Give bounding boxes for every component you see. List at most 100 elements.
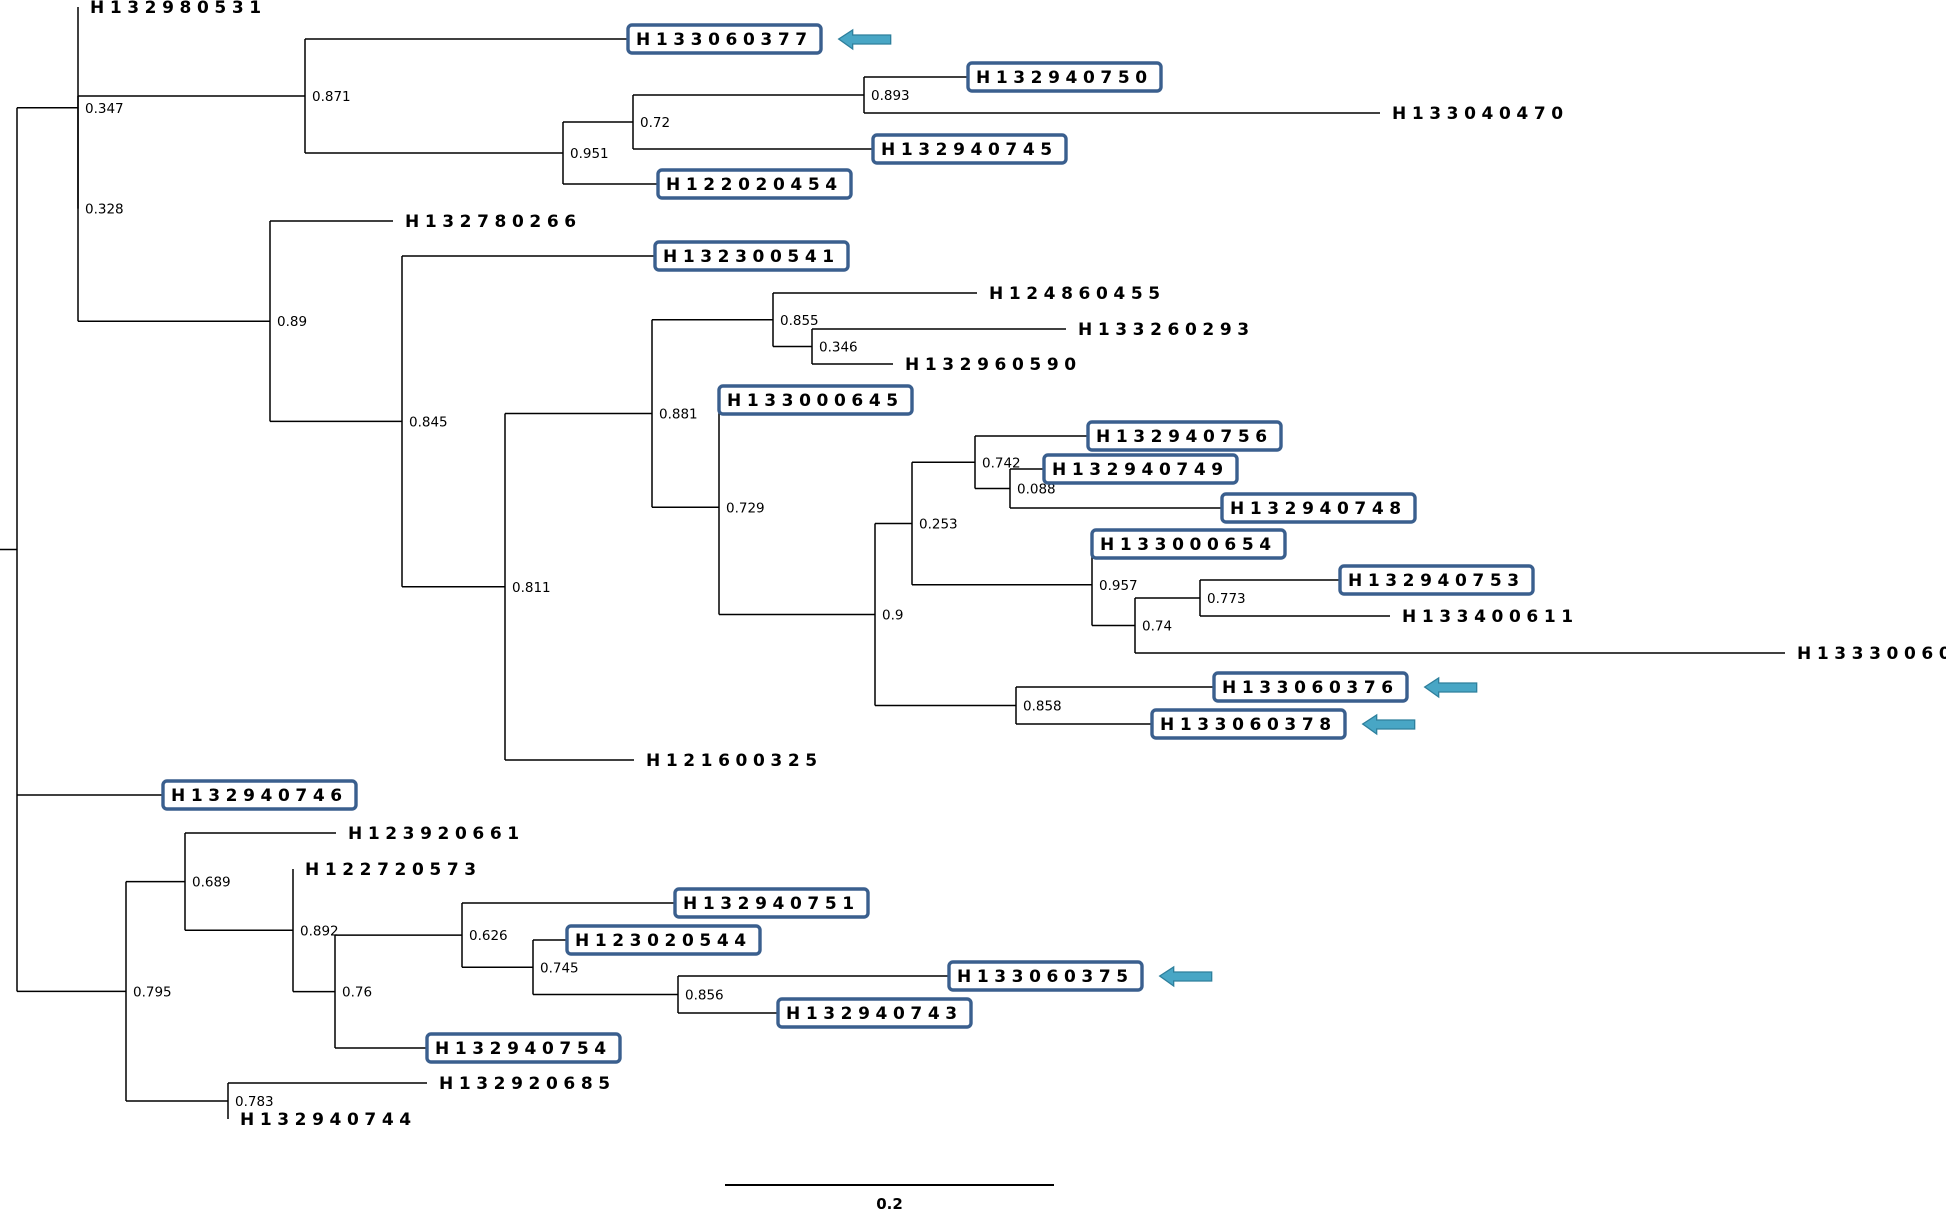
support-value: 0.783 — [235, 1094, 274, 1110]
taxon-H132940753: H132940753 — [1338, 564, 1535, 596]
taxon-H133000645: H133000645 — [717, 384, 914, 416]
taxon-H132300541: H132300541 — [653, 240, 850, 272]
support-value: 0.689 — [192, 875, 231, 891]
taxon-H122020454: H122020454 — [656, 168, 853, 200]
support-value: 0.951 — [570, 146, 609, 162]
taxon-H132960590: H132960590 — [905, 355, 1082, 375]
support-value: 0.893 — [871, 88, 910, 104]
support-value: 0.729 — [726, 500, 765, 516]
taxon-H133060378: H133060378 — [1150, 708, 1416, 740]
taxon-label: H133060375 — [957, 967, 1134, 987]
highlight-box — [656, 168, 853, 200]
highlight-box — [653, 240, 850, 272]
support-value: 0.742 — [982, 455, 1021, 471]
support-value: 0.745 — [540, 960, 579, 976]
branches — [0, 7, 1785, 1119]
taxon-H132940750: H132940750 — [966, 61, 1163, 93]
support-value: 0.892 — [300, 923, 339, 939]
taxon-label: H133060378 — [1160, 715, 1337, 735]
highlight-box — [1220, 492, 1417, 524]
taxon-H132920685: H132920685 — [439, 1074, 610, 1094]
taxon-label: H132940751 — [683, 894, 860, 914]
support-value: 0.328 — [85, 202, 124, 218]
highlight-box — [776, 997, 973, 1029]
taxon-label: H132940743 — [786, 1004, 963, 1024]
support-value: 0.855 — [780, 313, 819, 329]
highlight-box — [673, 887, 870, 919]
highlight-box — [1338, 564, 1535, 596]
taxon-label: H133000654 — [1100, 535, 1277, 555]
support-value: 0.957 — [1099, 578, 1138, 594]
highlight-box — [966, 61, 1163, 93]
highlight-box — [947, 960, 1144, 992]
support-value: 0.795 — [133, 984, 172, 1000]
pointer-arrow-icon — [1361, 713, 1416, 736]
taxon-label: H133040470 — [1392, 104, 1569, 124]
taxon-label: H132940748 — [1230, 499, 1407, 519]
support-value: 0.881 — [659, 407, 698, 423]
taxon-label: H132940754 — [435, 1039, 612, 1059]
highlight-box — [871, 133, 1068, 165]
taxon-H133040470: H133040470 — [1392, 104, 1569, 124]
taxon-label: H132980531 — [90, 0, 267, 18]
taxon-H132940744: H132940744 — [240, 1110, 417, 1130]
taxon-label: H132940745 — [881, 140, 1058, 160]
taxon-H132940756: H132940756 — [1086, 420, 1283, 452]
support-value: 0.346 — [819, 340, 858, 356]
taxon-H133060375: H133060375 — [947, 960, 1213, 992]
taxon-H133260293: H133260293 — [1078, 320, 1255, 340]
support-value: 0.858 — [1023, 699, 1062, 715]
taxon-label: H133300609 — [1797, 644, 1946, 664]
support-value: 0.72 — [640, 115, 670, 131]
taxon-H132940748: H132940748 — [1220, 492, 1417, 524]
taxon-label: H132940744 — [240, 1110, 417, 1130]
taxon-H132940754: H132940754 — [425, 1032, 622, 1064]
taxon-H123920661: H123920661 — [348, 824, 525, 844]
taxon-H132940746: H132940746 — [161, 779, 358, 811]
support-value: 0.626 — [469, 928, 508, 944]
taxon-label: H132300541 — [663, 247, 840, 267]
support-value: 0.74 — [1142, 619, 1172, 635]
highlight-box — [425, 1032, 622, 1064]
taxon-H124860455: H124860455 — [989, 284, 1166, 304]
taxon-H132940749: H132940749 — [1042, 453, 1239, 485]
support-value: 0.871 — [312, 89, 351, 105]
taxon-H123020544: H123020544 — [565, 924, 762, 956]
highlight-box — [717, 384, 914, 416]
taxon-label: H133400611 — [1402, 607, 1579, 627]
taxon-label: H132940753 — [1348, 571, 1525, 591]
taxon-H133060376: H133060376 — [1212, 671, 1478, 703]
scale-bar-label: 0.2 — [876, 1195, 903, 1212]
taxon-label: H133060376 — [1222, 678, 1399, 698]
taxon-label: H123920661 — [348, 824, 525, 844]
taxon-labels: H132980531H133060377H132940750H133040470… — [90, 0, 1946, 1130]
pointer-arrow-icon — [1423, 676, 1478, 699]
highlight-box — [626, 23, 823, 55]
support-value: 0.9 — [882, 608, 903, 624]
taxon-H132780266: H132780266 — [405, 212, 576, 232]
support-value: 0.773 — [1207, 591, 1246, 607]
support-value: 0.088 — [1017, 482, 1056, 498]
taxon-H133000654: H133000654 — [1090, 528, 1287, 560]
support-value: 0.347 — [85, 101, 124, 117]
taxon-label: H132960590 — [905, 355, 1082, 375]
taxon-H132940751: H132940751 — [673, 887, 870, 919]
taxon-label: H124860455 — [989, 284, 1166, 304]
taxon-H132940743: H132940743 — [776, 997, 973, 1029]
pointer-arrow-icon — [837, 28, 892, 51]
taxon-label: H133000645 — [727, 391, 904, 411]
highlight-box — [1042, 453, 1239, 485]
taxon-label: H133060377 — [636, 30, 813, 50]
highlight-box — [1086, 420, 1283, 452]
taxon-label: H122020454 — [666, 175, 843, 195]
taxon-H132980531: H132980531 — [90, 0, 267, 18]
scale-bar: 0.2 — [725, 1184, 1054, 1212]
taxon-label: H121600325 — [646, 751, 823, 771]
taxon-H133060377: H133060377 — [626, 23, 892, 55]
taxon-label: H133260293 — [1078, 320, 1255, 340]
highlight-box — [1090, 528, 1287, 560]
taxon-label: H132940750 — [976, 68, 1153, 88]
taxon-H133300609: H133300609 — [1797, 644, 1946, 664]
highlight-box — [161, 779, 358, 811]
